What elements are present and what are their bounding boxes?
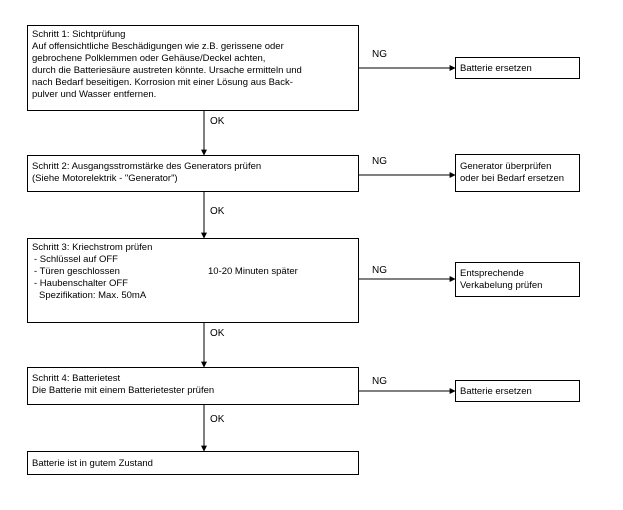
step3-conditions: - Schlüssel auf OFF - Türen geschlossen … bbox=[32, 254, 128, 290]
final-text: Batterie ist in gutem Zustand bbox=[32, 458, 153, 469]
step4-line: Schritt 4: Batterietest bbox=[32, 373, 121, 384]
step1-ng-result-text: Batterie ersetzen bbox=[460, 63, 532, 74]
step1-line: Auf offensichtliche Beschädigungen wie z… bbox=[32, 41, 284, 52]
step4-ng-label: NG bbox=[372, 376, 387, 387]
ok-label-4: OK bbox=[210, 414, 225, 425]
step1-line: gebrochene Polklemmen oder Gehäuse/Decke… bbox=[32, 53, 266, 64]
step4-ng-result-text: Batterie ersetzen bbox=[460, 386, 532, 397]
step3-ng-result-text: Entsprechende bbox=[460, 268, 524, 279]
step3-condition: - Haubenschalter OFF bbox=[34, 278, 128, 289]
step1-line: Schritt 1: Sichtprüfung bbox=[32, 29, 126, 40]
step2-box: Schritt 2: Ausgangsstromstärke des Gener… bbox=[27, 155, 359, 192]
ok-label-3: OK bbox=[210, 328, 225, 339]
step3-later: 10-20 Minuten später bbox=[208, 266, 298, 277]
step2-line: Schritt 2: Ausgangsstromstärke des Gener… bbox=[32, 161, 262, 172]
step1-line: nach Bedarf beseitigen. Korrosion mit ei… bbox=[32, 77, 293, 88]
step3-ng-result-text: Verkabelung prüfen bbox=[460, 280, 543, 291]
step2-ng-result-text: Generator überprüfen bbox=[460, 161, 552, 172]
step2-ng-label: NG bbox=[372, 156, 387, 167]
step1-ng-result: Batterie ersetzen bbox=[455, 57, 580, 79]
step2-ng-result: Generator überprüfen oder bei Bedarf ers… bbox=[455, 154, 580, 192]
step2-line: (Siehe Motorelektrik - "Generator") bbox=[32, 173, 178, 184]
step3-ng-label: NG bbox=[372, 265, 387, 276]
final-box: Batterie ist in gutem Zustand bbox=[27, 451, 359, 475]
step1-line: pulver und Wasser entfernen. bbox=[32, 89, 157, 100]
step3-title: Schritt 3: Kriechstrom prüfen bbox=[32, 242, 153, 253]
step4-ng-result: Batterie ersetzen bbox=[455, 380, 580, 402]
step1-line: durch die Batteriesäure austreten könnte… bbox=[32, 65, 302, 76]
step3-condition: - Schlüssel auf OFF bbox=[34, 254, 118, 265]
ok-label-1: OK bbox=[210, 116, 225, 127]
ok-label-2: OK bbox=[210, 206, 225, 217]
step3-spec: Spezifikation: Max. 50mA bbox=[39, 290, 147, 301]
step2-ng-result-text: oder bei Bedarf ersetzen bbox=[460, 173, 565, 184]
step3-box: Schritt 3: Kriechstrom prüfen - Schlüsse… bbox=[27, 238, 359, 323]
step4-line: Die Batterie mit einem Batterietester pr… bbox=[32, 385, 215, 396]
step3-ng-result: Entsprechende Verkabelung prüfen bbox=[455, 262, 580, 297]
step4-box: Schritt 4: Batterietest Die Batterie mit… bbox=[27, 367, 359, 405]
step3-condition: - Türen geschlossen bbox=[34, 266, 120, 277]
step1-ng-label: NG bbox=[372, 49, 387, 60]
step1-box: Schritt 1: Sichtprüfung Auf offensichtli… bbox=[27, 25, 359, 111]
